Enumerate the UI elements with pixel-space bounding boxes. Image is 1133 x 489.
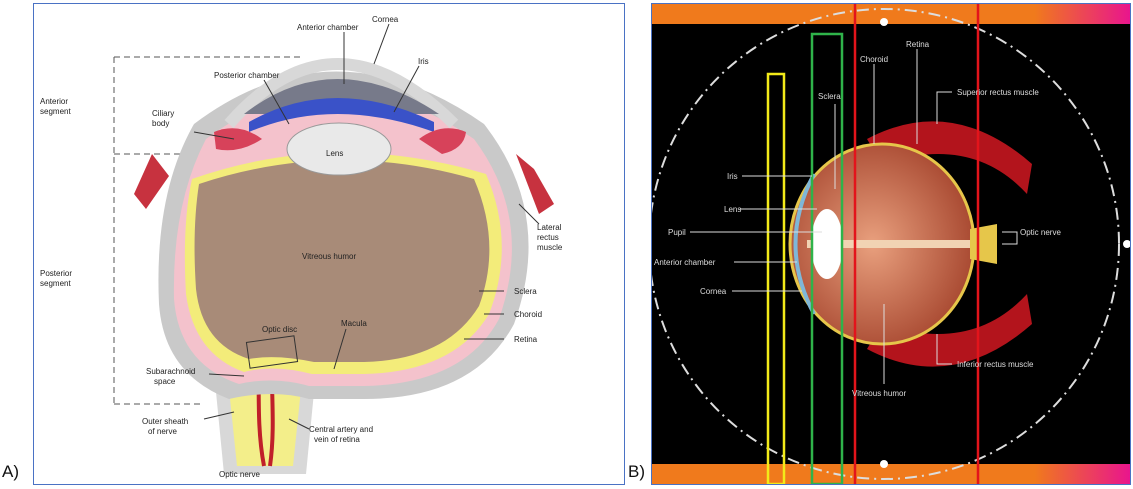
top-band [652, 4, 1130, 24]
rectus-muscle-left [134, 154, 169, 209]
label-optic-disc: Optic disc [262, 325, 297, 334]
label-optic-nerve: Optic nerve [219, 470, 260, 479]
eye-side-view-diagram: Retina Choroid Sclera Superior rectus mu… [652, 4, 1130, 484]
label-sclera: Sclera [818, 92, 841, 101]
label-optic-nerve: Optic nerve [1020, 228, 1061, 237]
yellow-guide-box [768, 74, 784, 484]
circle-handle-right [1123, 240, 1130, 248]
panel-a-letter: A) [2, 462, 19, 482]
panel-b-letter: B) [628, 462, 645, 482]
label-superior-rectus: Superior rectus muscle [957, 88, 1039, 97]
label-lens: Lens [724, 205, 741, 214]
label-iris: Iris [418, 57, 429, 66]
label-posterior-chamber: Posterior chamber [214, 71, 280, 80]
label-sclera: Sclera [514, 287, 537, 296]
label-vitreous-humor: Vitreous humor [852, 389, 906, 398]
label-choroid: Choroid [514, 310, 542, 319]
label-anterior-chamber: Anterior chamber [654, 258, 716, 267]
optic-nerve-shape [229, 389, 301, 466]
label-macula: Macula [341, 319, 367, 328]
label-inferior-rectus: Inferior rectus muscle [957, 360, 1034, 369]
eye-cross-section-diagram: Anterior chamber Cornea Iris Posterior c… [34, 4, 624, 484]
circle-handle-bottom [880, 460, 888, 468]
circle-handle-top [880, 18, 888, 26]
label-iris: Iris [727, 172, 738, 181]
bottom-band [652, 464, 1130, 484]
label-retina: Retina [906, 40, 930, 49]
optic-nerve-shape [970, 224, 997, 264]
lens-shape [811, 209, 843, 279]
vitreous-humor-shape [195, 160, 490, 362]
panel-a-eye-cross-section: Anterior chamber Cornea Iris Posterior c… [33, 3, 625, 485]
label-pupil: Pupil [668, 228, 686, 237]
label-vitreous-humor: Vitreous humor [302, 252, 356, 261]
label-lens: Lens [326, 149, 343, 158]
label-cornea: Cornea [372, 15, 399, 24]
label-anterior-chamber: Anterior chamber [297, 23, 359, 32]
panel-b-eye-side-view: Retina Choroid Sclera Superior rectus mu… [651, 3, 1131, 485]
label-choroid: Choroid [860, 55, 888, 64]
label-cornea: Cornea [700, 287, 727, 296]
label-retina: Retina [514, 335, 538, 344]
